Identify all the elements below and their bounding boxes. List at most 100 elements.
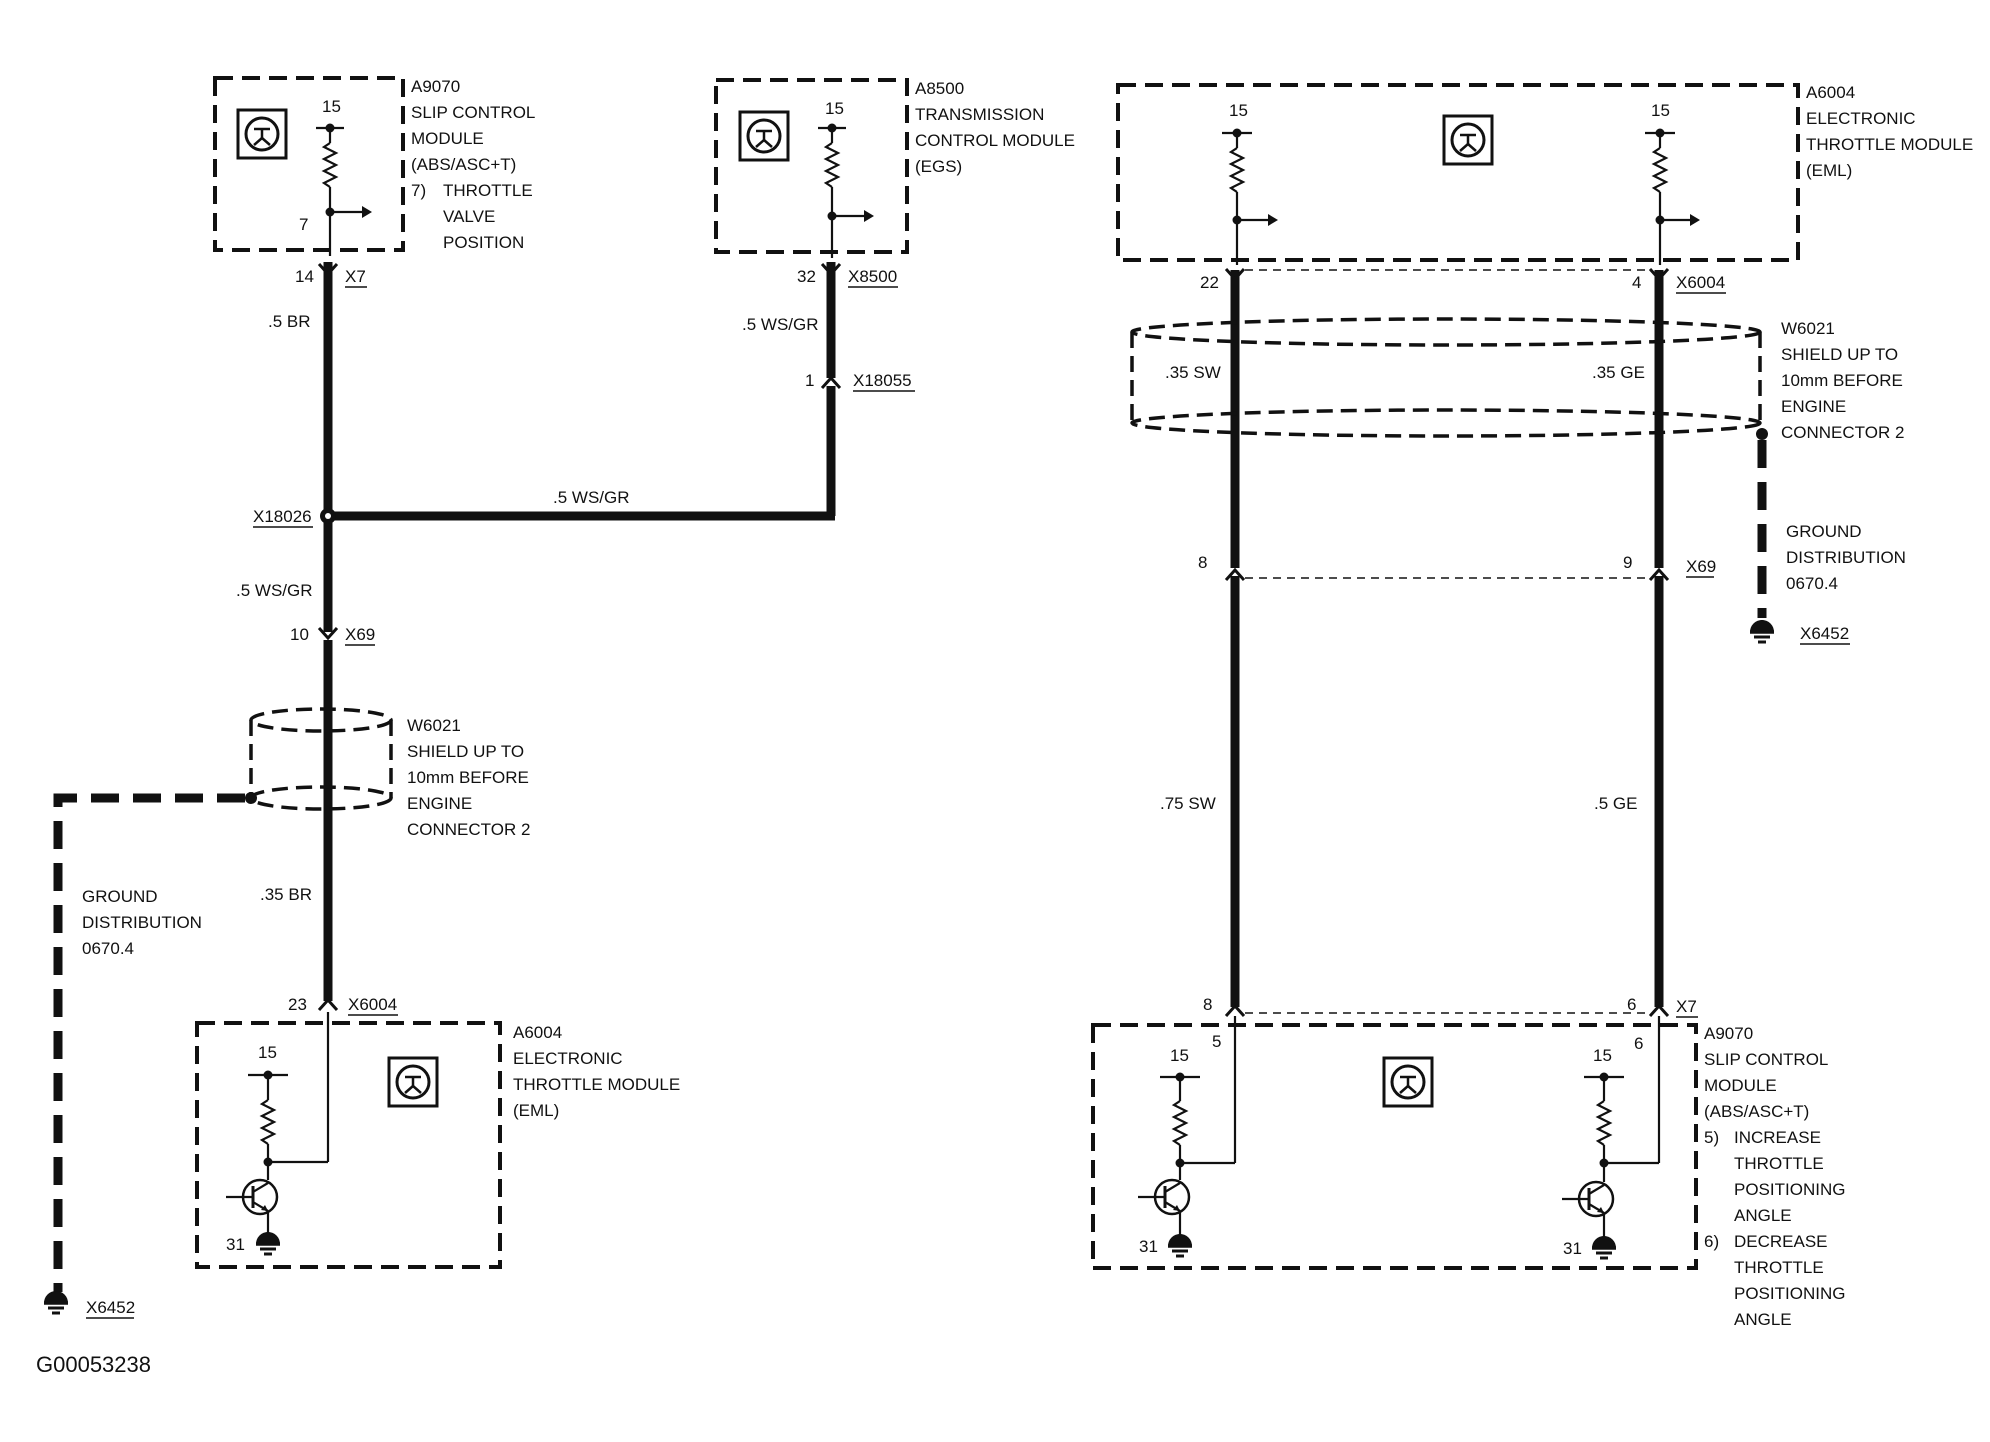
shield-label: CONNECTOR 2 [407, 820, 530, 839]
right-shield-w6021: W6021 SHIELD UP TO 10mm BEFORE ENGINE CO… [1130, 317, 1904, 442]
component-label: (ABS/ASC+T) [411, 155, 516, 174]
component-label: TRANSMISSION [915, 105, 1044, 124]
shield-id: W6021 [407, 716, 461, 735]
transistor-icon [224, 1178, 279, 1216]
wire-label: .75 SW [1160, 794, 1216, 813]
note-number: 5) [1704, 1128, 1719, 1147]
ground-distribution-label: DISTRIBUTION [1786, 548, 1906, 567]
left-ground-wire [53, 793, 245, 1292]
connector-label: X18026 [253, 507, 312, 526]
pin-label: 1 [805, 371, 814, 390]
ground-icon [1748, 618, 1776, 644]
ground-label: X6452 [86, 1298, 135, 1317]
component-label: (EML) [513, 1101, 559, 1120]
right-slip-control-module: 15 31 5 15 31 6 A9070 SLIP CONTROL MODUL… [1091, 1016, 1845, 1329]
component-id: A8500 [915, 79, 964, 98]
shield-label: ENGINE [1781, 397, 1846, 416]
output-arrow-icon [1690, 214, 1700, 226]
component-label: MODULE [1704, 1076, 1777, 1095]
component-id: A9070 [411, 77, 460, 96]
note-label: THROTTLE [443, 181, 533, 200]
connector-label: X7 [1676, 997, 1697, 1016]
pin-label: 8 [1203, 995, 1212, 1014]
component-id: A6004 [1806, 83, 1855, 102]
ground-distribution-label: GROUND [1786, 522, 1862, 541]
control-module-icon [236, 108, 288, 160]
ground-icon [254, 1230, 282, 1256]
ground-distribution-label: DISTRIBUTION [82, 913, 202, 932]
connector-label: X6004 [1676, 273, 1725, 292]
control-module-icon [1442, 114, 1494, 166]
output-arrow-icon [362, 206, 372, 218]
shield-label: ENGINE [407, 794, 472, 813]
right-electronic-throttle-module: 15 15 A6004 ELECTRONIC THROTTLE MODULE (… [1116, 83, 1973, 265]
note-label: THROTTLE [1734, 1154, 1824, 1173]
connector-label: X18055 [853, 371, 912, 390]
ground-label: X6452 [1800, 624, 1849, 643]
transistor-icon [1560, 1180, 1615, 1218]
output-arrow-icon [864, 210, 874, 222]
component-label: ELECTRONIC [513, 1049, 623, 1068]
note-number: 6) [1704, 1232, 1719, 1251]
shield-label: 10mm BEFORE [407, 768, 529, 787]
component-label: MODULE [411, 129, 484, 148]
ground-icon [1166, 1232, 1194, 1258]
control-module-icon [387, 1056, 439, 1108]
note-label: POSITION [443, 233, 524, 252]
connector-x6004 [317, 998, 339, 1012]
note-label: DECREASE [1734, 1232, 1828, 1251]
connector-label: X7 [345, 267, 366, 286]
pin-label: 15 [1170, 1046, 1189, 1065]
pin-label: 15 [1229, 101, 1248, 120]
note-label: THROTTLE [1734, 1258, 1824, 1277]
wire-label: .5 GE [1594, 794, 1637, 813]
pin-label: 8 [1198, 553, 1207, 572]
pin-label: 4 [1632, 273, 1641, 292]
ground-distribution-label: 0670.4 [82, 939, 134, 958]
note-label: ANGLE [1734, 1206, 1792, 1225]
note-number: 7) [411, 181, 426, 200]
pin-label: 6 [1627, 995, 1636, 1014]
pin-label: 15 [258, 1043, 277, 1062]
ground-distribution-label: 0670.4 [1786, 574, 1838, 593]
connector-x7 [1648, 1004, 1670, 1018]
pin-label: 7 [299, 215, 308, 234]
note-label: INCREASE [1734, 1128, 1821, 1147]
wire-label: .5 WS/GR [553, 488, 630, 507]
ground-icon [42, 1289, 70, 1315]
note-label: POSITIONING [1734, 1284, 1845, 1303]
wire-label: .35 GE [1592, 363, 1645, 382]
pin-label: 9 [1623, 553, 1632, 572]
component-label: (EGS) [915, 157, 962, 176]
connector-x7 [1224, 1004, 1246, 1018]
pin-label: 31 [226, 1235, 245, 1254]
component-id: A6004 [513, 1023, 562, 1042]
component-label: ELECTRONIC [1806, 109, 1916, 128]
pin-label: 6 [1634, 1034, 1643, 1053]
ground-icon [1590, 1234, 1618, 1260]
shield-label: SHIELD UP TO [407, 742, 524, 761]
note-label: VALVE [443, 207, 495, 226]
pin-label: 32 [797, 267, 816, 286]
note-label: POSITIONING [1734, 1180, 1845, 1199]
wire-label: .35 SW [1165, 363, 1221, 382]
pin-label: 15 [1593, 1046, 1612, 1065]
component-id: A9070 [1704, 1024, 1753, 1043]
pin-label: 22 [1200, 273, 1219, 292]
left-slip-control-module: 15 7 A9070 SLIP CONTROL MODULE (ABS/ASC+… [213, 76, 535, 256]
left-transmission-control-module: 15 A8500 TRANSMISSION CONTROL MODULE (EG… [714, 78, 1075, 258]
note-label: ANGLE [1734, 1310, 1792, 1329]
shield-label: CONNECTOR 2 [1781, 423, 1904, 442]
pin-label: 10 [290, 625, 309, 644]
wire-label: .35 BR [260, 885, 312, 904]
component-label: THROTTLE MODULE [513, 1075, 680, 1094]
pin-label: 23 [288, 995, 307, 1014]
pin-label: 5 [1212, 1032, 1221, 1051]
component-label: CONTROL MODULE [915, 131, 1075, 150]
component-label: SLIP CONTROL [411, 103, 535, 122]
wire-label: .5 WS/GR [236, 581, 313, 600]
left-electronic-throttle-module: 15 31 A6004 ELECTRONIC THROTTLE MODULE (… [195, 1012, 680, 1269]
shield-id: W6021 [1781, 319, 1835, 338]
pin-label: 15 [825, 99, 844, 118]
